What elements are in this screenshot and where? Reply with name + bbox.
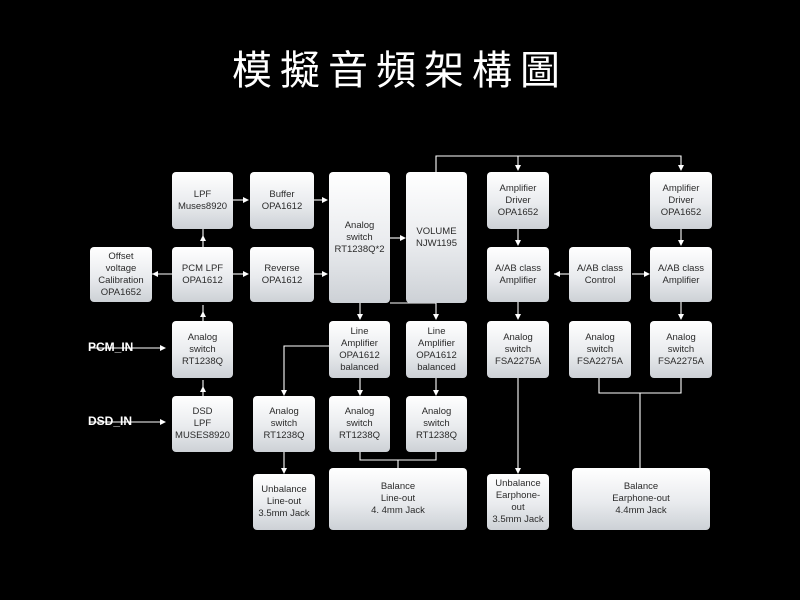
unbalanced-lineout-jack: Unbalance Line-out 3.5mm Jack (253, 474, 315, 530)
ab-amplifier-right-block: A/AB class Amplifier (650, 247, 712, 302)
fsa-switch-mid-block: Analog switch FSA2275A (569, 321, 631, 378)
lpf-muses8920-block: LPF Muses8920 (172, 172, 233, 229)
dsd-lpf-block: DSD LPF MUSES8920 (172, 396, 233, 452)
dsd-in-label: DSD_IN (88, 414, 133, 428)
balanced-switch-right-block: Analog switch RT1238Q (406, 396, 467, 452)
fsa-switch-right-block: Analog switch FSA2275A (650, 321, 712, 378)
unbalanced-line-switch-block: Analog switch RT1238Q (253, 396, 315, 452)
balanced-lineout-jack: Balance Line-out 4. 4mm Jack (329, 468, 467, 530)
line-amplifier-right-block: Line Amplifier OPA1612 balanced (406, 321, 467, 378)
volume-njw1195-block: VOLUME NJW1195 (406, 172, 467, 303)
fsa-switch-left-block: Analog switch FSA2275A (487, 321, 549, 378)
offset-calibration-block: Offset voltage Calibration OPA1652 (90, 247, 152, 302)
pcm-in-label: PCM_IN (88, 340, 134, 354)
amplifier-driver-right-block: Amplifier Driver OPA1652 (650, 172, 712, 229)
amplifier-driver-left-block: Amplifier Driver OPA1652 (487, 172, 549, 229)
unbalanced-earphone-jack: Unbalance Earphone- out 3.5mm Jack (487, 474, 549, 530)
balanced-switch-left-block: Analog switch RT1238Q (329, 396, 390, 452)
line-amplifier-left-block: Line Amplifier OPA1612 balanced (329, 321, 390, 378)
pcm-lpf-block: PCM LPF OPA1612 (172, 247, 233, 302)
ab-control-block: A/AB class Control (569, 247, 631, 302)
buffer-opa1612-block: Buffer OPA1612 (250, 172, 314, 229)
reverse-opa1612-block: Reverse OPA1612 (250, 247, 314, 302)
balanced-earphone-jack: Balance Earphone-out 4.4mm Jack (572, 468, 710, 530)
analog-switch-main-block: Analog switch RT1238Q*2 (329, 172, 390, 303)
ab-amplifier-left-block: A/AB class Amplifier (487, 247, 549, 302)
page-title: 模擬音頻架構圖 (232, 48, 568, 94)
pcm-analog-switch-block: Analog switch RT1238Q (172, 321, 233, 378)
